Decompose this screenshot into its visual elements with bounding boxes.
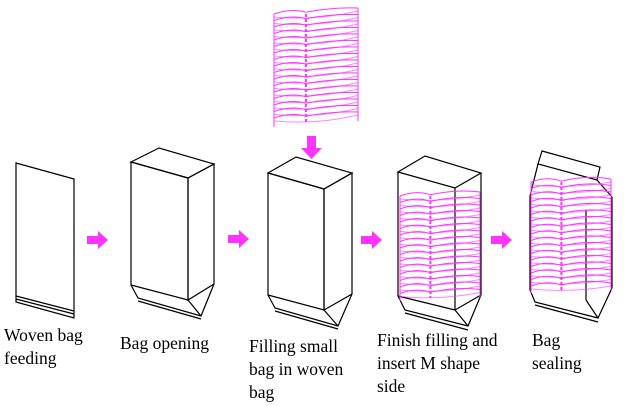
arrow-right-icon bbox=[87, 231, 108, 249]
arrow-right-icon bbox=[228, 230, 249, 248]
flat-woven-bag bbox=[15, 162, 75, 319]
label-line: bag bbox=[249, 382, 275, 402]
stack-in-bag-step5 bbox=[530, 176, 612, 293]
arrow-right-icon bbox=[361, 231, 382, 249]
top-small-bag-stack bbox=[273, 7, 359, 127]
label-line: sealing bbox=[532, 353, 582, 373]
label-line: insert M shape bbox=[377, 353, 481, 373]
step-label-1: Woven bag feeding bbox=[4, 324, 83, 370]
label-line: Bag opening bbox=[120, 333, 209, 353]
label-line: Finish filling and bbox=[377, 330, 498, 350]
label-line: Bag bbox=[532, 330, 561, 350]
arrow-down-icon bbox=[301, 136, 322, 159]
label-line: side bbox=[377, 376, 406, 396]
opened-bag bbox=[129, 147, 216, 320]
label-line: Woven bag bbox=[4, 325, 83, 345]
bag-being-filled bbox=[266, 156, 354, 330]
stack-in-bag-step4 bbox=[399, 190, 481, 301]
label-line: bag in woven bbox=[249, 359, 344, 379]
label-line: Filling small bbox=[249, 336, 338, 356]
arrow-right-icon bbox=[491, 231, 512, 249]
step-label-2: Bag opening bbox=[120, 332, 209, 355]
step-label-5: Bag sealing bbox=[532, 329, 582, 375]
step-label-3: Filling small bag in woven bag bbox=[249, 335, 343, 404]
filled-bag-m-side bbox=[396, 155, 483, 331]
sealed-bag bbox=[529, 150, 613, 323]
small-bag-stacks bbox=[273, 7, 612, 301]
step-label-4: Finish filling and insert M shape side bbox=[377, 329, 498, 398]
label-line: feeding bbox=[4, 348, 57, 368]
process-arrows bbox=[87, 136, 512, 249]
